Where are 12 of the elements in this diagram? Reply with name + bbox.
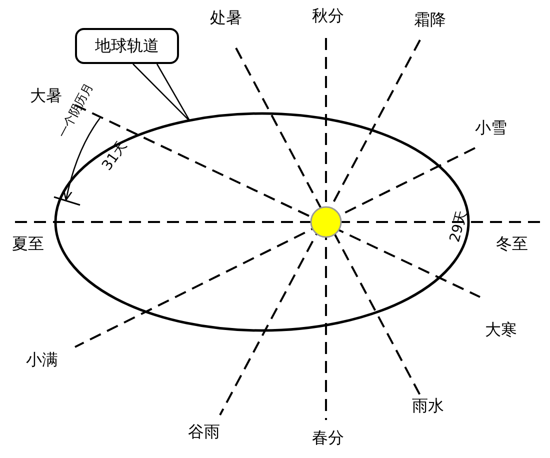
solar-term-label: 大寒 [485,322,517,338]
solar-term-label: 大暑 [30,88,62,104]
solar-term-label: 冬至 [496,236,528,252]
solar-term-label: 霜降 [414,12,446,28]
solar-term-label: 处暑 [210,10,242,26]
leader-line [132,63,191,122]
solar-term-label: 雨水 [412,398,444,414]
solar-term-label: 小满 [26,352,58,368]
solar-term-label: 秋分 [312,8,344,24]
solar-term-label: 春分 [312,430,344,446]
callout-box: 地球轨道 [75,28,179,64]
solar-term-label: 谷雨 [188,424,220,440]
